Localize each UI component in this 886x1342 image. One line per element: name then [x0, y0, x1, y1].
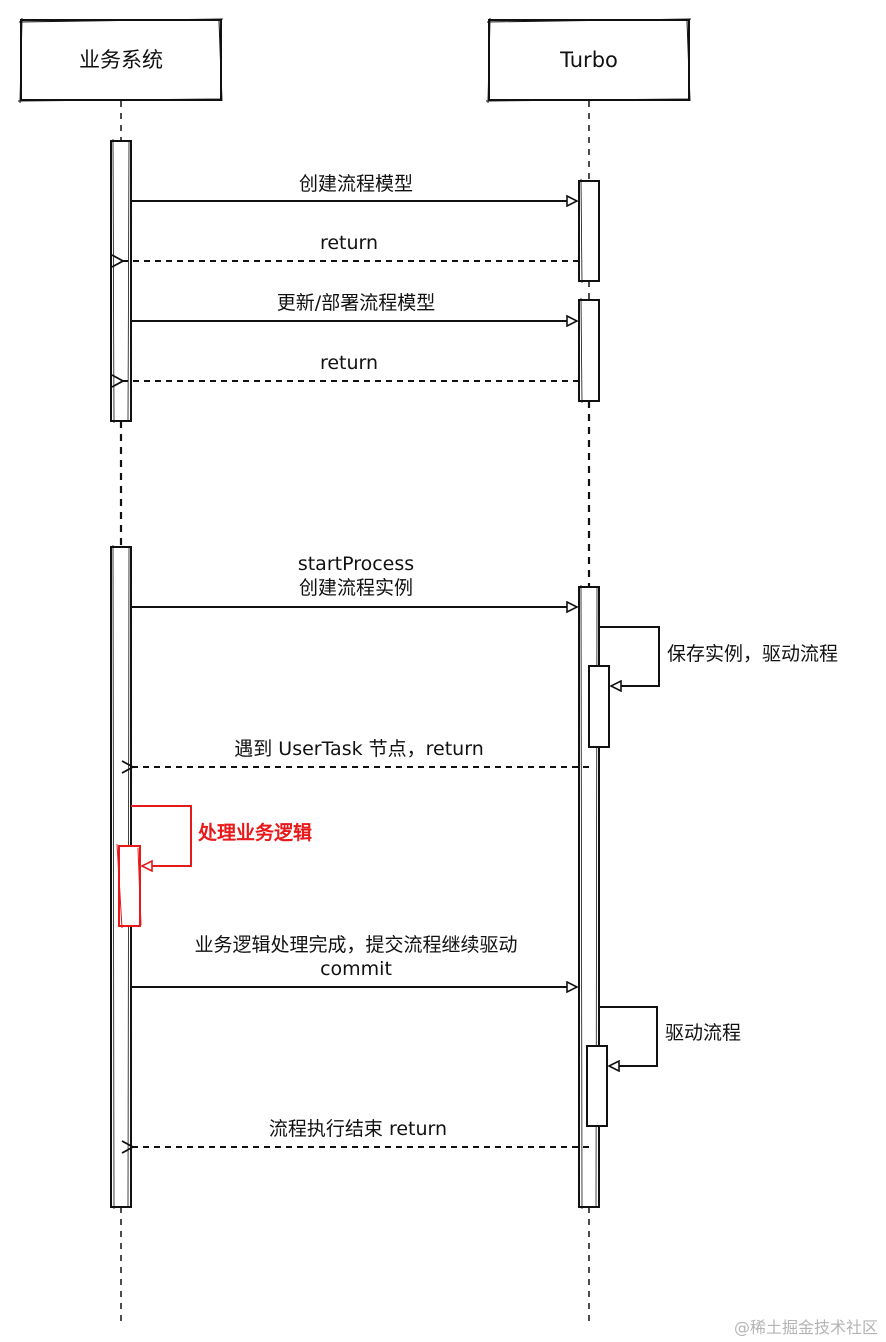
message-commit-label-2: commit [320, 958, 392, 980]
message-return-2-label: return [320, 352, 378, 374]
message-usertask-return-label: 遇到 UserTask 节点，return [234, 738, 484, 760]
message-commit: 业务逻辑处理完成，提交流程继续驱动 commit [131, 934, 577, 987]
message-process-end-label: 流程执行结束 return [269, 1118, 447, 1140]
message-usertask-return: 遇到 UserTask 节点，return [121, 738, 589, 774]
watermark: @稀土掘金技术社区 [734, 1318, 878, 1337]
message-drive-process-label: 驱动流程 [665, 1022, 741, 1044]
message-return-2: return [111, 352, 579, 388]
activation-business-1 [110, 138, 132, 424]
message-process-end: 流程执行结束 return [121, 1118, 589, 1154]
message-drive-process: 驱动流程 [599, 1006, 741, 1066]
message-create-model-label: 创建流程模型 [299, 173, 413, 195]
message-update-deploy-label: 更新/部署流程模型 [277, 292, 435, 314]
message-return-1: return [111, 232, 579, 268]
activation-turbo-nested-2 [586, 1045, 608, 1127]
activation-turbo-2 [578, 297, 600, 404]
activation-turbo-1 [578, 178, 600, 284]
message-start-process-label-2: 创建流程实例 [299, 577, 413, 599]
message-save-drive: 保存实例，驱动流程 [599, 626, 838, 686]
message-handle-business: 处理业务逻辑 [131, 805, 312, 866]
activation-business-red [116, 843, 142, 929]
actor-business-label: 业务系统 [79, 48, 163, 72]
message-commit-label-1: 业务逻辑处理完成，提交流程继续驱动 [194, 934, 517, 956]
activation-turbo-nested-1 [588, 665, 610, 748]
message-create-model: 创建流程模型 [131, 173, 577, 201]
message-save-drive-label: 保存实例，驱动流程 [667, 643, 838, 665]
message-start-process: startProcess 创建流程实例 [131, 553, 577, 607]
actor-turbo-label: Turbo [559, 48, 618, 72]
message-update-deploy: 更新/部署流程模型 [131, 292, 577, 321]
message-return-1-label: return [320, 232, 378, 254]
actor-turbo: Turbo [485, 17, 692, 104]
actor-business-system: 业务系统 [17, 17, 224, 104]
message-handle-business-label: 处理业务逻辑 [197, 821, 312, 844]
message-start-process-label-1: startProcess [298, 553, 414, 575]
